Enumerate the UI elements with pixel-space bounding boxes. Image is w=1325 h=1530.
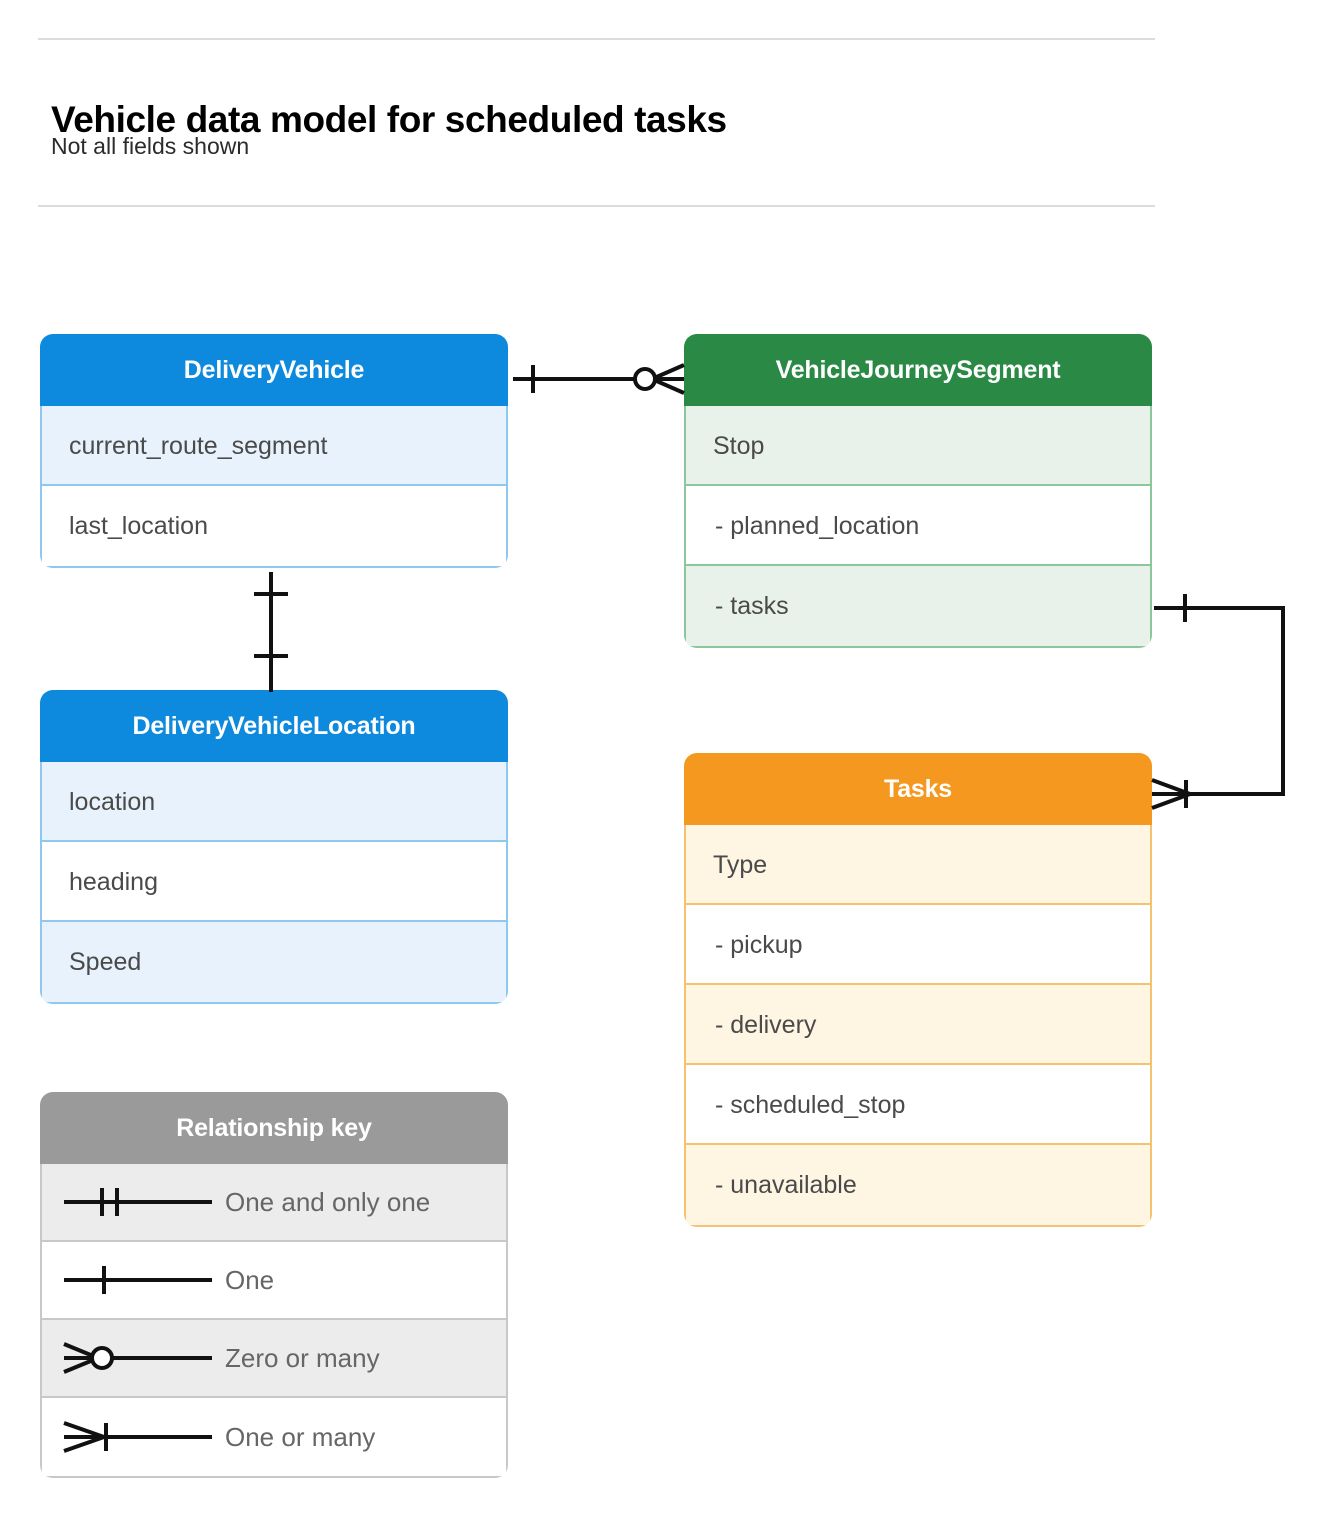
legend-item-one-and-only-one: One and only one [42, 1164, 506, 1242]
one-icon [64, 1266, 212, 1294]
legend-item-label: One and only one [225, 1186, 431, 1217]
field-row: Type [686, 825, 1150, 905]
connector-vehicle-to-vehicle-location [254, 572, 288, 692]
field-row: - planned_location [686, 486, 1150, 566]
field-row: Speed [42, 922, 506, 1002]
legend-item-one: One [42, 1242, 506, 1320]
entity-title-delivery-vehicle-location: DeliveryVehicleLocation [40, 690, 508, 762]
legend-item-label: Zero or many [225, 1342, 380, 1373]
legend-item-label: One [225, 1264, 275, 1295]
zero-or-many-icon [63, 1342, 212, 1374]
connector-vehicle-to-journey-segment [513, 363, 685, 395]
field-row: - scheduled_stop [686, 1065, 1150, 1145]
legend-item-zero-or-many: Zero or many [42, 1320, 506, 1398]
field-row: last_location [42, 486, 506, 566]
field-row: - pickup [686, 905, 1150, 985]
header-rule-top [38, 38, 1155, 40]
field-row: - delivery [686, 985, 1150, 1065]
entity-title-delivery-vehicle: DeliveryVehicle [40, 334, 508, 406]
entity-fields-delivery-vehicle-location: location heading Speed [40, 762, 508, 1004]
legend-item-label: One or many [225, 1421, 376, 1452]
header-rule-bottom [38, 205, 1155, 207]
relationship-key-legend[interactable]: Relationship key One and only one One [40, 1092, 508, 1478]
field-row: - unavailable [686, 1145, 1150, 1225]
one-or-many-icon [63, 1421, 212, 1453]
field-row: location [42, 762, 506, 842]
field-row: current_route_segment [42, 406, 506, 486]
entity-title-vehicle-journey-segment: VehicleJourneySegment [684, 334, 1152, 406]
connector-journey-segment-tasks-to-tasks [1151, 594, 1285, 810]
entity-vehicle-journey-segment[interactable]: VehicleJourneySegment Stop - planned_loc… [684, 334, 1152, 648]
field-row: Stop [686, 406, 1150, 486]
entity-fields-delivery-vehicle: current_route_segment last_location [40, 406, 508, 568]
entity-fields-tasks: Type - pickup - delivery - scheduled_sto… [684, 825, 1152, 1227]
legend-title: Relationship key [40, 1092, 508, 1164]
page-subtitle: Not all fields shown [51, 133, 250, 159]
one-and-only-one-icon [64, 1188, 212, 1216]
page-title: Vehicle data model for scheduled tasks [51, 98, 727, 140]
field-row: - tasks [686, 566, 1150, 646]
entity-delivery-vehicle-location[interactable]: DeliveryVehicleLocation location heading… [40, 690, 508, 1004]
legend-rows: One and only one One Zero or many [40, 1164, 508, 1478]
legend-item-one-or-many: One or many [42, 1398, 506, 1476]
entity-tasks[interactable]: Tasks Type - pickup - delivery - schedul… [684, 753, 1152, 1227]
entity-fields-vehicle-journey-segment: Stop - planned_location - tasks [684, 406, 1152, 648]
entity-title-tasks: Tasks [684, 753, 1152, 825]
field-row: heading [42, 842, 506, 922]
entity-delivery-vehicle[interactable]: DeliveryVehicle current_route_segment la… [40, 334, 508, 568]
